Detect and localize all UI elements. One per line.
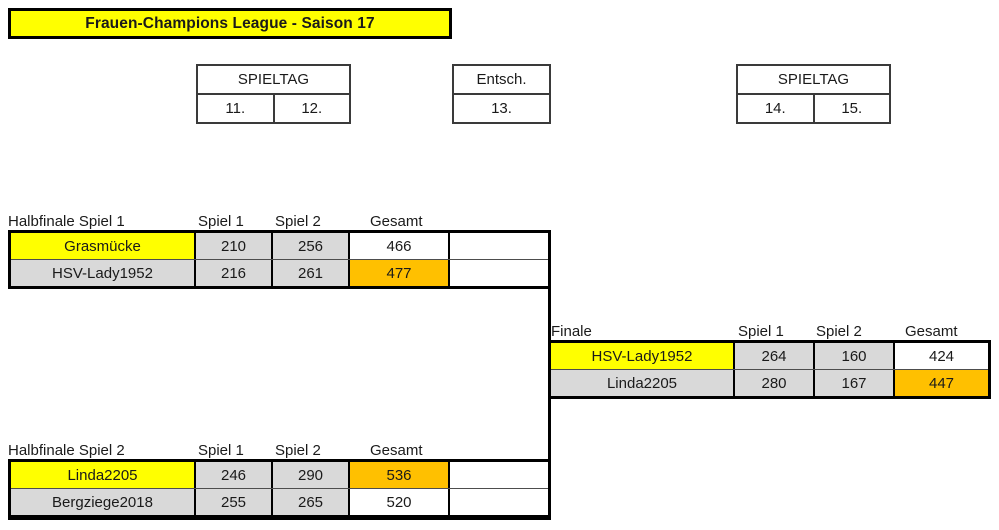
match-grid-halbfinale-2: Linda2205 246 290 536 Bergziege2018 255 …	[8, 459, 551, 518]
column-header-spiel2: Spiel 2	[275, 442, 321, 459]
table-row: HSV-Lady1952 264 160 424	[551, 343, 988, 369]
score-spiel2-cell: 261	[273, 260, 350, 286]
team-name-cell: HSV-Lady1952	[551, 343, 735, 369]
team-name-cell: Linda2205	[551, 370, 735, 396]
column-header-spiel2: Spiel 2	[816, 323, 862, 340]
team-name-cell: Linda2205	[11, 462, 196, 488]
match-table-halbfinale-2: Halbfinale Spiel 2 Spiel 1 Spiel 2 Gesam…	[8, 437, 551, 518]
table-row: Bergziege2018 255 265 520	[11, 488, 548, 515]
matchday-header-label-right: SPIELTAG	[738, 66, 889, 95]
score-spiel2-cell: 256	[273, 233, 350, 259]
blank-cell	[450, 462, 545, 488]
total-cell: 424	[895, 343, 988, 369]
match-label-finale: Finale	[551, 323, 592, 340]
column-headers-halbfinale-1: Halbfinale Spiel 1 Spiel 1 Spiel 2 Gesam…	[8, 208, 551, 230]
blank-cell	[450, 489, 545, 515]
column-header-gesamt: Gesamt	[370, 442, 423, 459]
score-spiel2-cell: 265	[273, 489, 350, 515]
match-grid-halbfinale-1: Grasmücke 210 256 466 HSV-Lady1952 216 2…	[8, 230, 551, 289]
column-header-spiel2: Spiel 2	[275, 213, 321, 230]
matchday-cell-11: 11.	[225, 100, 246, 117]
column-header-gesamt: Gesamt	[905, 323, 958, 340]
team-name-cell: Bergziege2018	[11, 489, 196, 515]
blank-cell	[450, 233, 545, 259]
column-header-spiel1: Spiel 1	[198, 213, 244, 230]
matchday-cell-13: 13.	[491, 100, 512, 117]
matchday-box-spieltag-right: SPIELTAG 14. 15.	[736, 64, 891, 124]
page-title-text: Frauen-Champions League - Saison 17	[85, 14, 375, 32]
column-header-gesamt: Gesamt	[370, 213, 423, 230]
column-headers-finale: Finale Spiel 1 Spiel 2 Gesamt	[548, 318, 991, 340]
total-cell: 520	[350, 489, 450, 515]
entscheidung-header-label: Entsch.	[454, 66, 549, 95]
score-spiel2-cell: 160	[815, 343, 895, 369]
matchday-cell-15: 15.	[812, 95, 890, 122]
column-header-spiel1: Spiel 1	[198, 442, 244, 459]
table-row: HSV-Lady1952 216 261 477	[11, 259, 548, 286]
matchday-box-entscheidung: Entsch. 13.	[452, 64, 551, 124]
match-grid-finale: HSV-Lady1952 264 160 424 Linda2205 280 1…	[548, 340, 991, 399]
team-name-cell: Grasmücke	[11, 233, 196, 259]
score-spiel1-cell: 216	[196, 260, 273, 286]
score-spiel2-cell: 290	[273, 462, 350, 488]
matchday-header-label: SPIELTAG	[198, 66, 349, 95]
column-headers-halbfinale-2: Halbfinale Spiel 2 Spiel 1 Spiel 2 Gesam…	[8, 437, 551, 459]
table-row: Linda2205 280 167 447	[551, 369, 988, 396]
bracket-connector-bottom	[8, 517, 551, 520]
blank-cell	[450, 260, 545, 286]
matchday-box-spieltag-left: SPIELTAG 11. 12.	[196, 64, 351, 124]
total-cell-winner: 447	[895, 370, 988, 396]
table-row: Grasmücke 210 256 466	[11, 233, 548, 259]
total-cell: 466	[350, 233, 450, 259]
score-spiel1-cell: 255	[196, 489, 273, 515]
match-label-halbfinale-1: Halbfinale Spiel 1	[8, 213, 125, 230]
score-spiel1-cell: 246	[196, 462, 273, 488]
score-spiel1-cell: 280	[735, 370, 815, 396]
score-spiel1-cell: 264	[735, 343, 815, 369]
score-spiel2-cell: 167	[815, 370, 895, 396]
match-label-halbfinale-2: Halbfinale Spiel 2	[8, 442, 125, 459]
match-table-halbfinale-1: Halbfinale Spiel 1 Spiel 1 Spiel 2 Gesam…	[8, 208, 551, 289]
matchday-cell-12: 12.	[272, 95, 350, 122]
match-table-finale: Finale Spiel 1 Spiel 2 Gesamt HSV-Lady19…	[548, 318, 991, 399]
total-cell-winner: 477	[350, 260, 450, 286]
column-header-spiel1: Spiel 1	[738, 323, 784, 340]
bracket-connector-vertical	[548, 285, 551, 520]
page-title: Frauen-Champions League - Saison 17	[8, 8, 452, 39]
score-spiel1-cell: 210	[196, 233, 273, 259]
team-name-cell: HSV-Lady1952	[11, 260, 196, 286]
table-row: Linda2205 246 290 536	[11, 462, 548, 488]
total-cell-winner: 536	[350, 462, 450, 488]
matchday-cell-14: 14.	[764, 100, 786, 117]
